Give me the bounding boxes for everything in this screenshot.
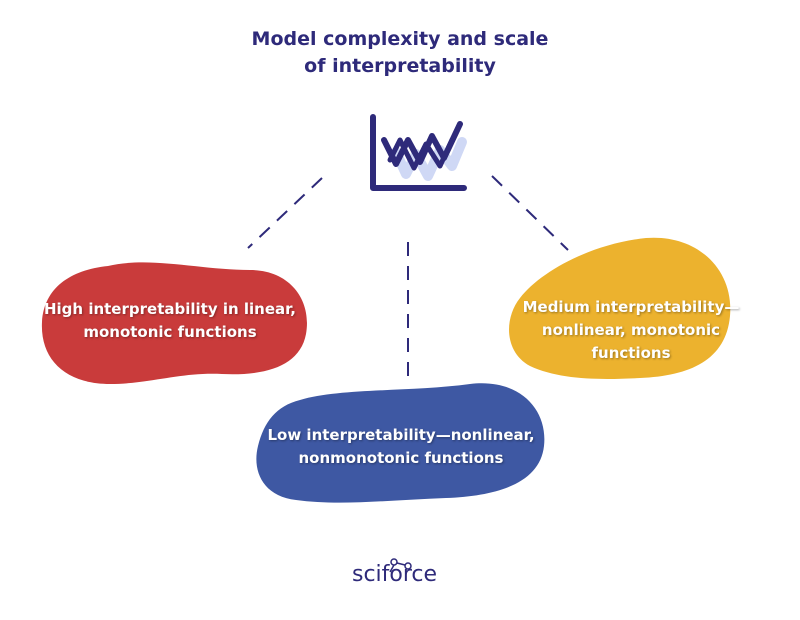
chart-icon	[370, 114, 467, 191]
logo-text: sciforce	[352, 562, 438, 587]
node-medium-label-line-1: Medium interpretability—	[522, 298, 740, 316]
node-high-label: High interpretability in linear, monoton…	[30, 298, 310, 344]
sciforce-logo: sciforce	[340, 558, 460, 594]
blob-medium	[509, 237, 731, 379]
node-high-label-line-2: monotonic functions	[83, 323, 257, 341]
diagram-title-line-1: Model complexity and scale	[251, 28, 549, 50]
node-medium-label-line-3: functions	[591, 344, 671, 362]
blob-low	[256, 383, 545, 503]
node-medium-label-line-2: nonlinear, monotonic	[541, 321, 721, 339]
node-low-label: Low interpretability—nonlinear, nonmonot…	[250, 424, 552, 470]
connector-left	[247, 177, 323, 249]
blob-high	[41, 262, 307, 384]
node-high-label-line-1: High interpretability in linear,	[43, 300, 297, 318]
diagram-title-line-2: of interpretability	[304, 55, 496, 77]
node-low-label-line-2: nonmonotonic functions	[298, 449, 504, 467]
diagram-title: Model complexity and scale of interpreta…	[150, 26, 650, 80]
connector-right	[491, 175, 569, 251]
node-low-label-line-1: Low interpretability—nonlinear,	[267, 426, 535, 444]
node-medium-label: Medium interpretability— nonlinear, mono…	[506, 296, 756, 365]
logo-network-icon	[389, 558, 412, 573]
